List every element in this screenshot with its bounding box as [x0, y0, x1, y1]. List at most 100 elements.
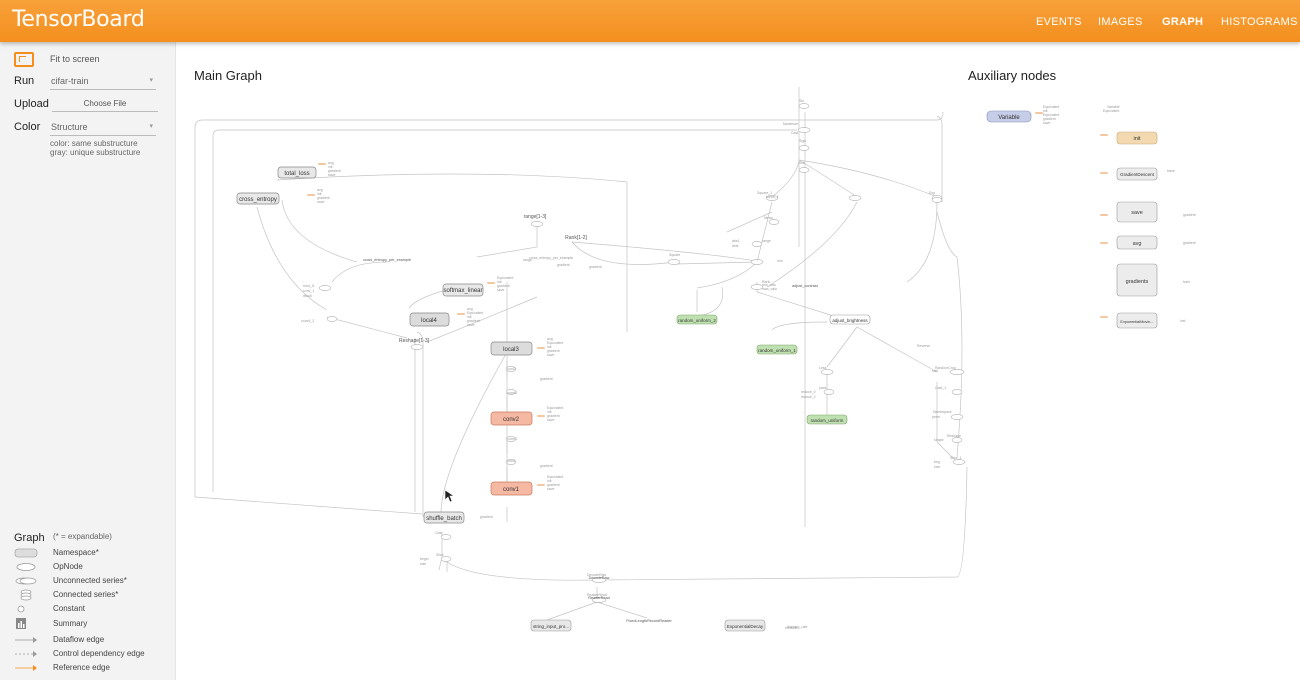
softmax-linear-node[interactable]: softmax_linear — [442, 283, 484, 297]
svg-text:range: range — [523, 258, 532, 262]
namespace-nodes: total_loss cross_entropy softmax_linear … — [236, 166, 871, 632]
svg-text:save: save — [1131, 210, 1143, 216]
svg-text:init: init — [497, 280, 502, 284]
legend-namespace: Namespace* — [14, 547, 174, 559]
svg-text:avg: avg — [547, 337, 553, 341]
svg-text:Square_1: Square_1 — [757, 191, 772, 195]
mouse-cursor-icon — [444, 489, 455, 503]
svg-text:pool1: pool1 — [507, 459, 516, 463]
fit-to-screen-icon[interactable] — [14, 52, 34, 67]
tab-images[interactable]: IMAGES — [1098, 16, 1143, 28]
svg-text:conv_1: conv_1 — [303, 289, 314, 293]
main-graph-title: Main Graph — [194, 68, 262, 83]
svg-text:total_loss: total_loss — [284, 171, 309, 177]
svg-text:avg: avg — [1133, 241, 1142, 247]
svg-text:FixedLengthRecordReader: FixedLengthRecordReader — [626, 619, 672, 623]
svg-text:max_valu: max_valu — [762, 287, 777, 291]
graph-canvas[interactable]: Main Graph Auxiliary nodes — [177, 42, 1300, 680]
svg-text:save: save — [497, 288, 504, 292]
random-uniform-node[interactable]: random_uniform — [806, 414, 848, 425]
chevron-down-icon: ▾ — [149, 123, 153, 130]
svg-text:init: init — [328, 165, 333, 169]
svg-text:softmax_linear: softmax_linear — [443, 288, 482, 294]
save-node[interactable]: save — [1116, 201, 1158, 223]
upload-label: Upload — [14, 98, 49, 110]
svg-text:norm1: norm1 — [507, 437, 517, 441]
tab-graph[interactable]: GRAPH — [1162, 16, 1204, 28]
dataflow-edge-icon — [15, 637, 37, 643]
svg-text:gradient: gradient — [1183, 213, 1196, 217]
random-uniform-1-node[interactable]: random_uniform_1 — [756, 344, 798, 355]
svg-text:Reshape[1-3]: Reshape[1-3] — [399, 338, 430, 344]
svg-text:save: save — [547, 487, 554, 491]
auxiliary-nodes-title: Auxiliary nodes — [968, 68, 1057, 83]
svg-text:size: size — [932, 369, 938, 373]
namespace-icon — [14, 548, 38, 558]
gradient-descent-node[interactable]: GradientDescent — [1116, 167, 1158, 181]
exponential-decay-node[interactable]: ExponentialDecay — [724, 619, 766, 632]
svg-text:Equivalent: Equivalent — [467, 311, 483, 315]
gradients-node[interactable]: gradients — [1116, 263, 1158, 297]
legend-unconnected-series: Unconnected series* — [14, 575, 174, 587]
svg-text:DecodeRaw: DecodeRaw — [587, 573, 607, 577]
svg-text:local3: local3 — [503, 347, 519, 353]
svg-text:min: min — [777, 259, 783, 263]
string-input-node[interactable]: string_input_pro... — [530, 619, 572, 632]
svg-text:Cast_1: Cast_1 — [935, 386, 946, 390]
svg-text:cross_entropy: cross_entropy — [239, 197, 277, 203]
cross-entropy-node[interactable]: cross_entropy — [236, 192, 280, 205]
svg-text:beg: beg — [934, 460, 940, 464]
variable-node[interactable]: Variable — [986, 110, 1032, 123]
svg-text:min_valu: min_valu — [762, 283, 776, 287]
conv2-node[interactable]: conv2 — [490, 411, 533, 426]
total-loss-node[interactable]: total_loss — [277, 166, 317, 179]
run-select[interactable]: cifar-train▾ — [50, 76, 156, 90]
local4-node[interactable]: local4 — [409, 312, 450, 327]
svg-text:gradient: gradient — [317, 196, 330, 200]
choose-file-button[interactable]: Choose File — [52, 99, 158, 112]
random-uniform-2-node[interactable]: random_uniform_2 — [676, 314, 718, 325]
local3-node[interactable]: local3 — [490, 341, 533, 356]
svg-text:gradients: gradients — [1126, 279, 1149, 285]
svg-text:gradient: gradient — [1043, 117, 1056, 121]
run-value: cifar-train — [51, 76, 89, 86]
adjust-brightness-node[interactable]: adjust_brightness — [829, 314, 871, 325]
avg-node[interactable]: avg — [1116, 235, 1158, 250]
svg-text:random_uniform_2: random_uniform_2 — [678, 318, 716, 323]
svg-text:dfault: dfault — [303, 294, 312, 298]
fit-to-screen-label[interactable]: Fit to screen — [50, 54, 100, 64]
svg-text:init: init — [467, 315, 472, 319]
svg-text:shape: shape — [934, 438, 944, 442]
svg-text:size: size — [420, 562, 426, 566]
svg-text:Cast: Cast — [435, 531, 442, 535]
tab-events[interactable]: EVENTS — [1036, 16, 1082, 28]
svg-text:learning_rate: learning_rate — [787, 625, 807, 629]
svg-text:Equivalent: Equivalent — [1043, 105, 1059, 109]
svg-text:Equivalent: Equivalent — [547, 341, 563, 345]
legend-connected-series: Connected series* — [14, 589, 174, 601]
color-select[interactable]: Structure ▾ — [50, 122, 156, 136]
svg-text:dele: dele — [732, 244, 739, 248]
shuffle-batch-node[interactable]: shuffle_batch — [423, 511, 465, 524]
summary-icon — [16, 618, 26, 629]
tab-histograms[interactable]: HISTOGRAMS — [1221, 16, 1298, 28]
init-node[interactable]: init — [1116, 131, 1158, 145]
op-labels: range[1-3] Rank[1-2] Reshape[1-3] cross_… — [363, 214, 819, 623]
control-edge-icon — [15, 651, 37, 657]
svg-text:trace: trace — [1167, 169, 1175, 173]
svg-text:conv2: conv2 — [503, 417, 520, 423]
svg-text:range: range — [762, 239, 771, 243]
svg-text:avg: avg — [328, 161, 334, 165]
svg-text:Equivalent: Equivalent — [1103, 109, 1119, 113]
svg-text:Mean: Mean — [764, 216, 773, 220]
svg-text:Equivalent: Equivalent — [547, 475, 563, 479]
conv1-node[interactable]: conv1 — [490, 481, 533, 496]
svg-text:init: init — [547, 345, 552, 349]
svg-text:Rank[1-2]: Rank[1-2] — [565, 235, 587, 241]
svg-text:conv1: conv1 — [503, 487, 520, 493]
exponential-moving-node[interactable]: ExponentialMovin... — [1116, 312, 1158, 329]
color-label: Color — [14, 121, 41, 133]
color-value: Structure — [51, 122, 88, 132]
